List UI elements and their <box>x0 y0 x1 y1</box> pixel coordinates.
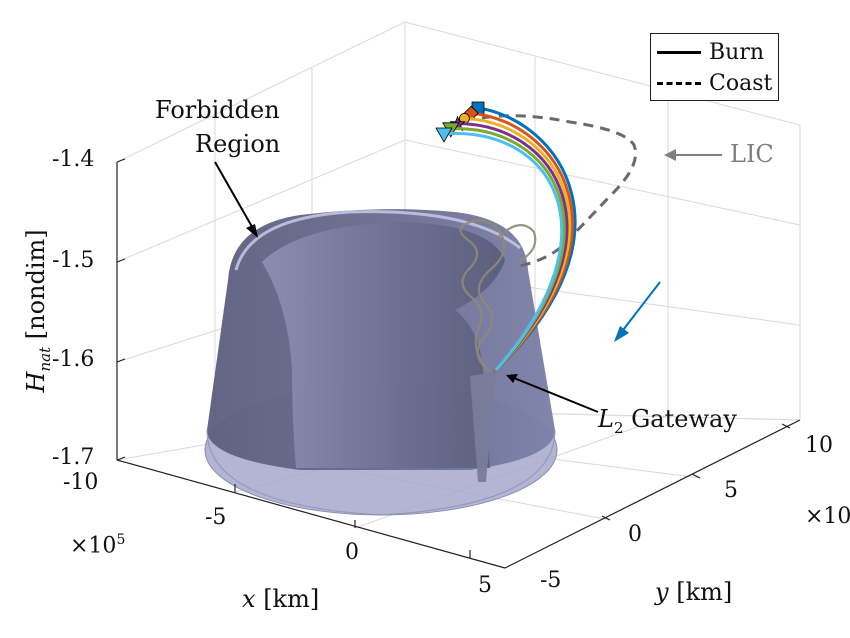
forbidden-region-surface <box>204 209 558 516</box>
z-tick-label: -1.7 <box>52 445 95 470</box>
annotation-region: Region <box>195 130 281 158</box>
x-tick-label: -10 <box>63 470 99 495</box>
annotation-forbidden: Forbidden <box>155 96 280 124</box>
y-tick-label: 0 <box>628 522 642 547</box>
legend-solid-line <box>657 50 701 54</box>
y-tick-label: 10 <box>805 433 833 458</box>
x-tick-label: 0 <box>345 540 359 565</box>
z-tick-label: -1.6 <box>52 347 95 372</box>
legend-item-coast: Coast <box>657 69 772 97</box>
legend: Burn Coast <box>650 33 779 101</box>
y-tick-label: 5 <box>724 478 738 503</box>
annotation-gateway: L2 Gateway <box>598 405 737 437</box>
z-axis-sub: nat <box>35 346 54 372</box>
z-axis-label: Hnat [nondim] <box>22 211 54 411</box>
x-multiplier-exp: 5 <box>116 532 126 548</box>
direction-arrow <box>614 281 661 342</box>
legend-item-burn: Burn <box>657 38 764 66</box>
burn-trajectories <box>435 101 577 374</box>
x-tick-label: 5 <box>478 573 492 598</box>
x-axis-label: x [km] <box>242 585 319 613</box>
gateway-subscript: 2 <box>613 418 624 437</box>
gateway-text: Gateway <box>631 405 737 433</box>
z-tick-label: -1.5 <box>52 248 95 273</box>
z-tick-label: -1.4 <box>52 147 95 172</box>
lunar-orbit-squiggle <box>459 219 537 373</box>
z-axis-unit: [nondim] <box>22 229 51 340</box>
y-tick-label: -5 <box>540 568 562 593</box>
trajectory-line <box>443 132 564 371</box>
x-tick-label: -5 <box>205 505 227 530</box>
axis-lines <box>116 162 801 569</box>
legend-label-burn: Burn <box>709 39 765 65</box>
z-axis-var: H <box>22 371 51 393</box>
legend-label-coast: Coast <box>709 70 773 96</box>
axis-ticks <box>116 158 791 558</box>
y-multiplier: ×10 <box>805 504 850 529</box>
annotation-lic: LIC <box>730 140 774 168</box>
y-axis-label: y [km] <box>655 578 732 606</box>
x-axis-unit: [km] <box>263 585 320 613</box>
y-axis-var: y <box>655 578 669 606</box>
annotation-arrows <box>214 161 599 413</box>
y-axis-unit: [km] <box>676 578 733 606</box>
lic-arrow <box>664 149 722 161</box>
x-axis-var: x <box>242 585 256 613</box>
x-multiplier-base: ×10 <box>70 533 117 559</box>
trajectory-start-marker <box>435 127 453 143</box>
legend-dashed-line <box>657 81 701 85</box>
x-multiplier: ×105 <box>70 532 125 558</box>
gateway-l: L <box>598 405 614 433</box>
